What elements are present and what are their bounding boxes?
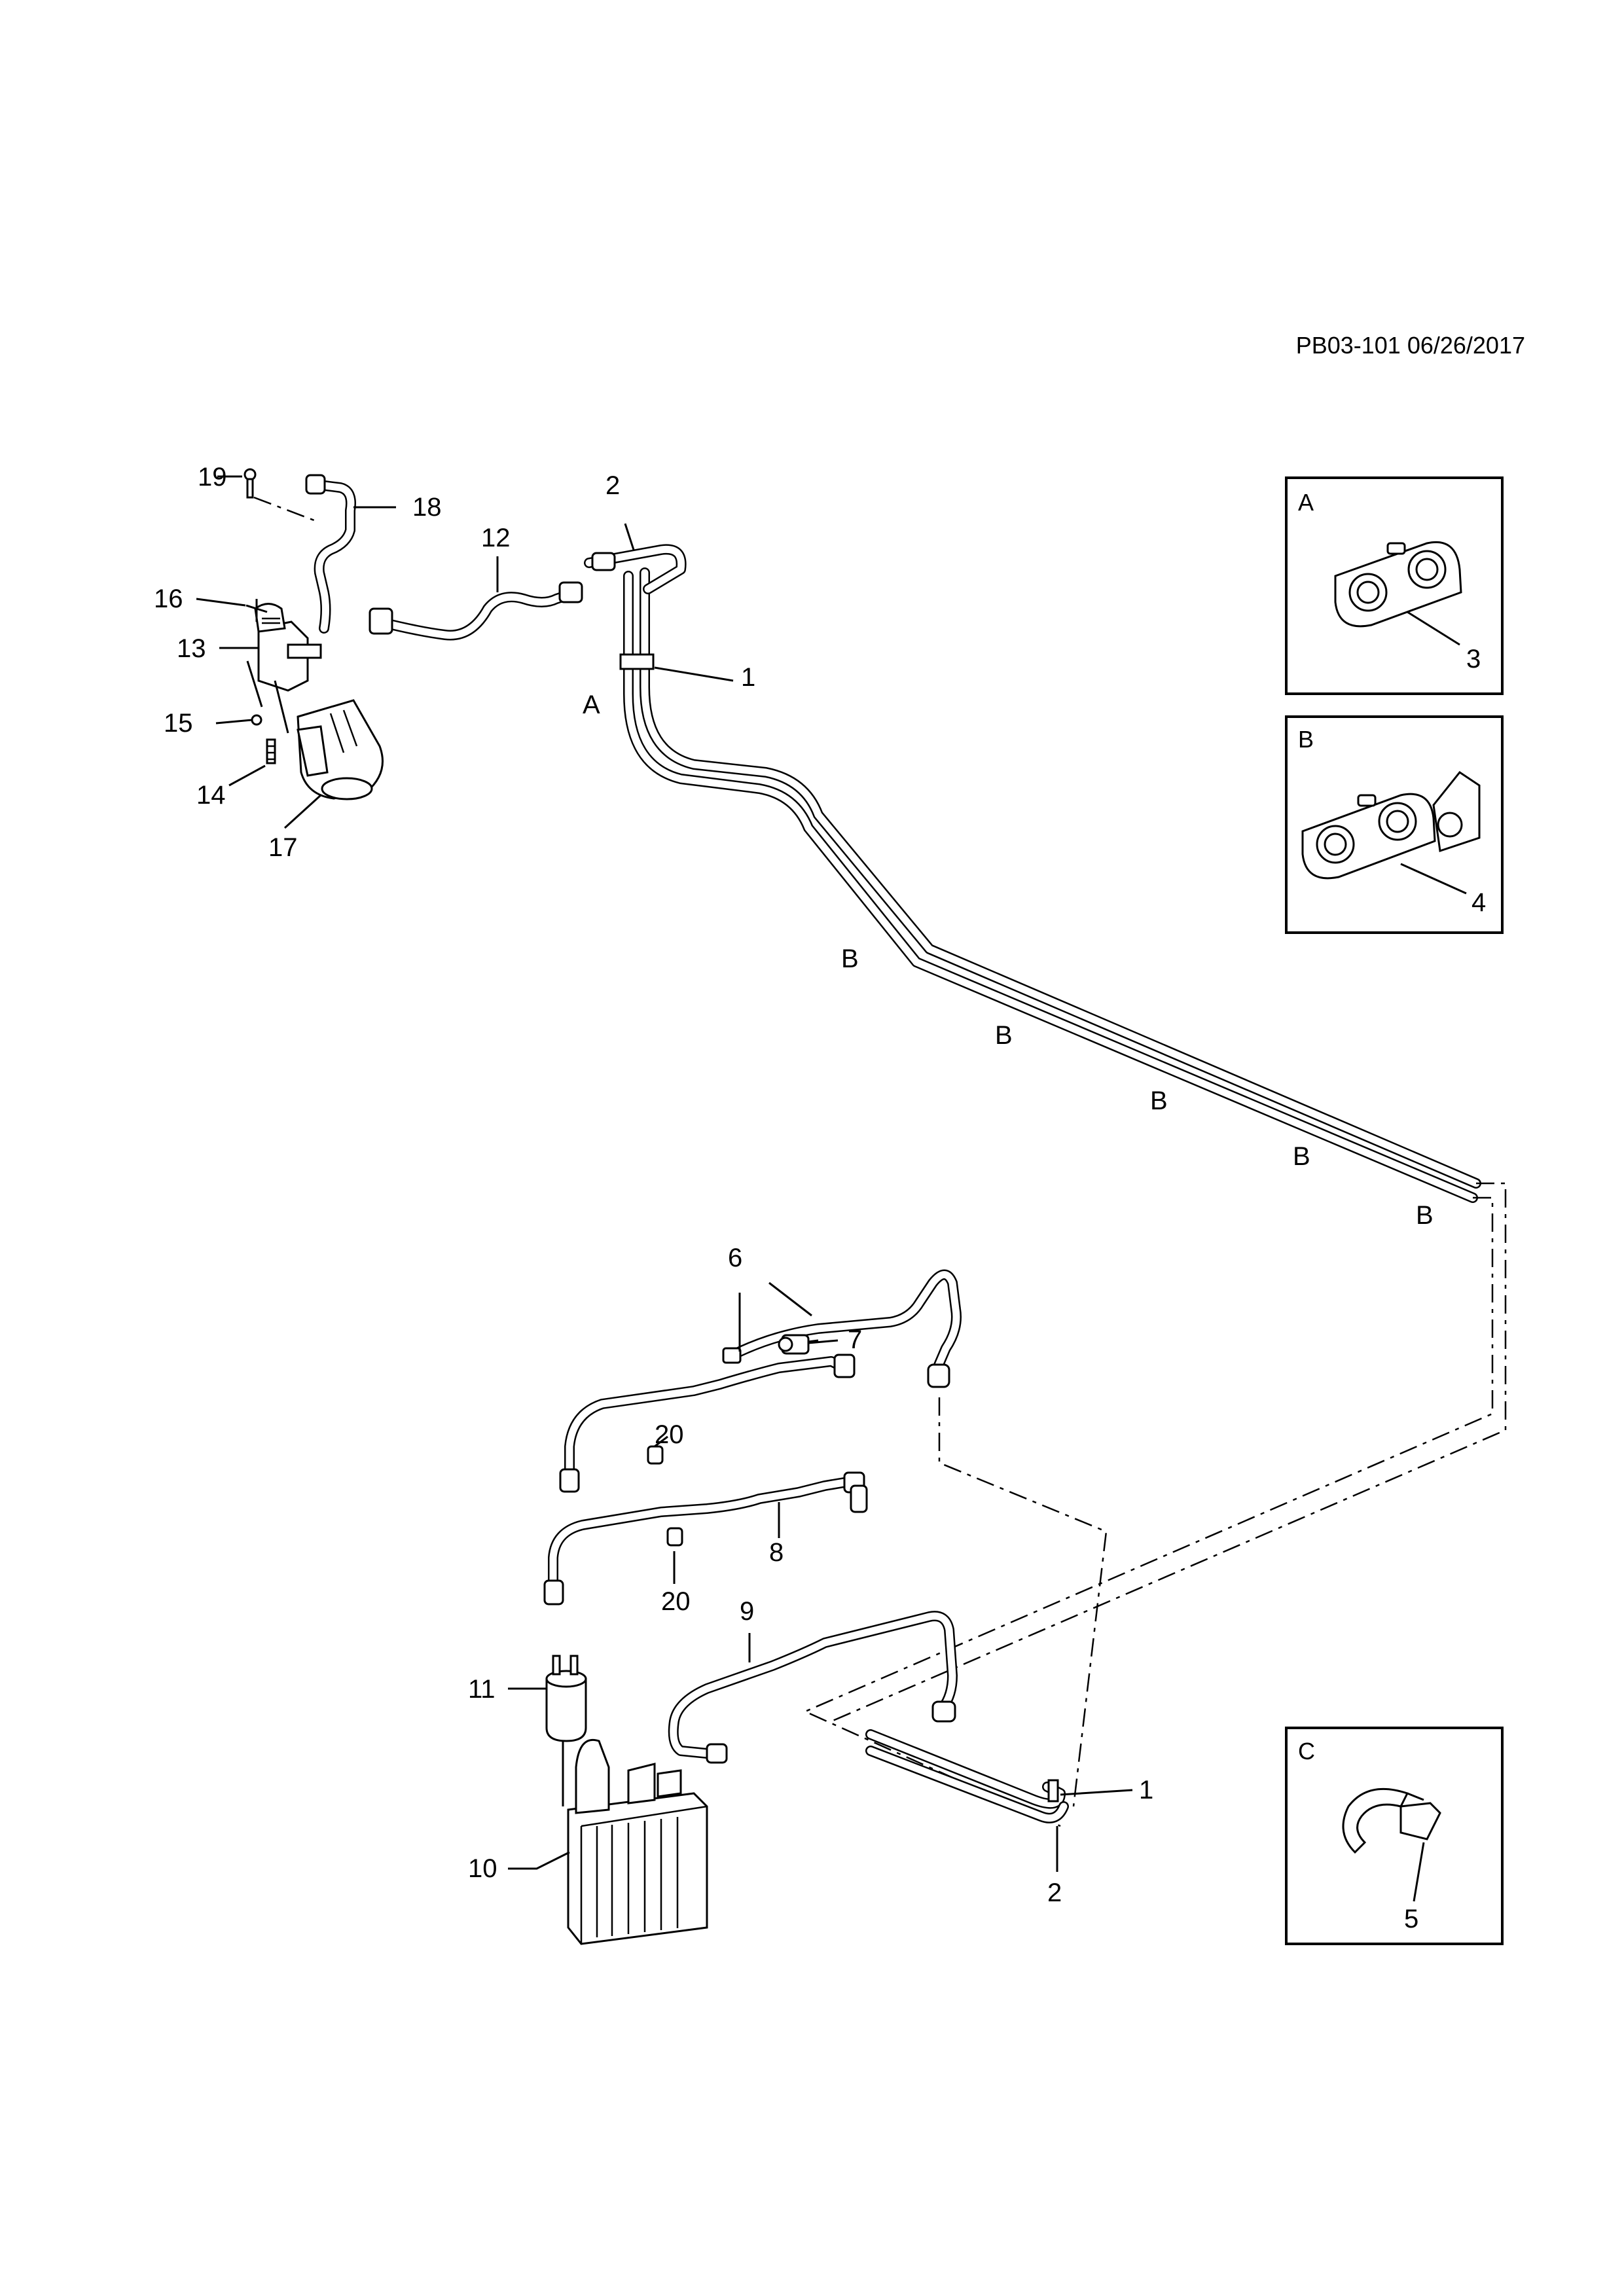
valve-7: [778, 1334, 819, 1355]
zone-b-label: B: [841, 944, 859, 973]
zone-b-label: B: [995, 1021, 1013, 1050]
evap-canister-10: [567, 1739, 708, 1945]
vapor-pipe-6: [559, 1269, 962, 1493]
callout-2-lower: 2: [1047, 1878, 1062, 1907]
fuel-pipe-18: [305, 474, 356, 634]
dash-routing: [803, 1182, 1507, 1827]
callout-1-lower: 1: [1139, 1776, 1153, 1804]
bolt-19: [244, 468, 257, 499]
screw-16: [245, 599, 268, 622]
connector-quick: [931, 1700, 956, 1723]
callout-6: 6: [728, 1244, 742, 1272]
callout-13: 13: [177, 634, 206, 663]
fuel-filter-17: [297, 699, 384, 800]
pipe-clip-5: [1342, 1787, 1441, 1854]
clip-a-mark: [619, 653, 655, 670]
inset-b-letter: B: [1298, 726, 1314, 753]
tee-connector: [722, 1347, 742, 1364]
fuel-pump-13: [254, 603, 322, 692]
pipe-clip-3: [1334, 541, 1462, 628]
connector-end: [1047, 1779, 1059, 1803]
connector-quick: [706, 1743, 728, 1764]
callout-10: 10: [468, 1854, 497, 1883]
zone-b-label: B: [1150, 1086, 1168, 1115]
callout-17: 17: [268, 833, 298, 862]
fuel-pipe-12: [369, 581, 583, 641]
callout-11: 11: [468, 1675, 496, 1704]
connector-quick: [927, 1363, 950, 1388]
connector-quick: [559, 1468, 580, 1493]
inset-b: B 4: [1285, 715, 1504, 934]
callouts: 19 18 2 12 1 16 13 15 14 17 6 7 20 8 20 …: [154, 463, 1153, 1907]
callout-15: 15: [164, 709, 193, 738]
callout-20-upper: 20: [655, 1420, 684, 1449]
pipe-clip-4: [1301, 770, 1481, 880]
inset-a-letter: A: [1298, 489, 1314, 516]
canister-filter-11: [545, 1655, 587, 1806]
bolt-14: [266, 738, 276, 764]
callout-leaders: [196, 475, 1133, 1872]
inset-c: C 5: [1285, 1727, 1504, 1945]
callout-2-upper: 2: [605, 471, 620, 500]
callout-8: 8: [769, 1538, 784, 1567]
callout-18: 18: [412, 493, 442, 522]
inset-c-part: 5: [1404, 1905, 1418, 1933]
clip-20-lower: [666, 1527, 683, 1547]
zone-a-label: A: [583, 691, 600, 719]
connector-quick: [833, 1354, 856, 1378]
inset-b-part: 4: [1471, 888, 1486, 917]
fuel-line-main: [619, 567, 1481, 1203]
fuel-line-lower: [865, 1729, 1069, 1823]
connector-end: [305, 474, 326, 495]
callout-7: 7: [848, 1325, 862, 1354]
connector-quick: [591, 552, 616, 571]
diagram-reference: PB03-101 06/26/2017: [1296, 332, 1525, 359]
vapor-pipe-8: [543, 1471, 868, 1605]
zone-labels: A B B B B B: [583, 691, 1434, 1230]
inset-a-part: 3: [1466, 645, 1481, 673]
zone-b-label: B: [1293, 1142, 1310, 1171]
vapor-pipe-9: [668, 1611, 958, 1764]
callout-14: 14: [196, 781, 226, 810]
callout-9: 9: [740, 1597, 754, 1626]
callout-12: 12: [481, 524, 511, 552]
callout-19: 19: [198, 463, 227, 492]
washer-15: [251, 714, 262, 726]
inset-a: A 3: [1285, 476, 1504, 695]
fuel-line-2-upper: [584, 544, 687, 594]
connector-quick: [369, 607, 393, 635]
callout-20-lower: 20: [661, 1587, 691, 1616]
assembly-guides: [246, 660, 289, 734]
connector-quick: [543, 1579, 564, 1605]
inset-c-letter: C: [1298, 1738, 1315, 1765]
zone-b-label: B: [1416, 1201, 1434, 1230]
callout-16: 16: [154, 584, 183, 613]
callout-1-upper: 1: [741, 663, 755, 692]
leader-dash-19: [253, 496, 315, 522]
connector-quick: [558, 581, 583, 603]
connector-elbow: [850, 1484, 868, 1513]
